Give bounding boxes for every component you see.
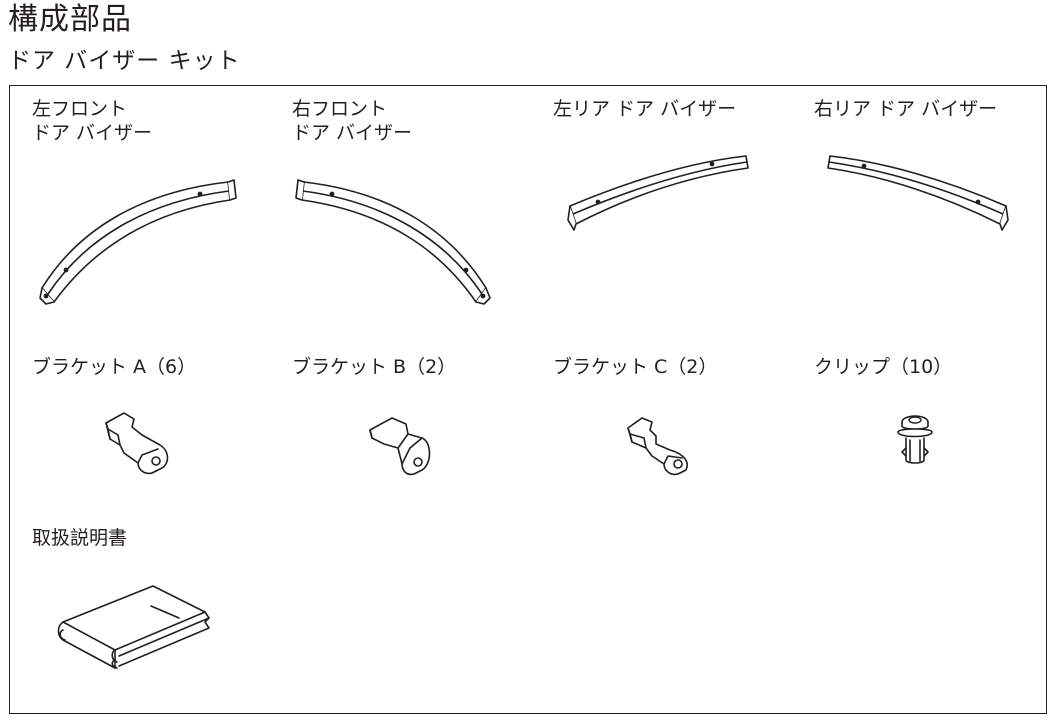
- label-bracket-a: ブラケット A（6）: [32, 356, 197, 378]
- label-manual: 取扱説明書: [32, 527, 128, 549]
- bracket-a-illustration: [105, 412, 169, 475]
- front-right-visor-illustration: [295, 179, 491, 305]
- front-left-visor-illustration: [39, 179, 237, 305]
- page-subtitle: ドア バイザー キット: [8, 48, 241, 74]
- bracket-c-illustration: [627, 417, 688, 476]
- bracket-b-illustration: [369, 417, 431, 476]
- label-clip: クリップ（10）: [814, 356, 953, 378]
- label-bracket-b: ブラケット B（2）: [292, 356, 457, 378]
- label-front-right-visor: 右フロント ドア バイザー: [292, 98, 413, 144]
- rear-left-visor-illustration: [567, 155, 749, 231]
- label-bracket-c: ブラケット C（2）: [553, 356, 718, 378]
- rear-right-visor-illustration: [827, 155, 1009, 231]
- label-rear-left-visor: 左リア ドア バイザー: [553, 98, 737, 120]
- clip-illustration: [897, 415, 933, 464]
- parts-frame: [9, 85, 1047, 714]
- page-title: 構成部品: [8, 2, 132, 37]
- label-front-left-visor: 左フロント ドア バイザー: [32, 98, 153, 144]
- label-rear-right-visor: 右リア ドア バイザー: [814, 98, 998, 120]
- manual-booklet-illustration: [57, 585, 210, 669]
